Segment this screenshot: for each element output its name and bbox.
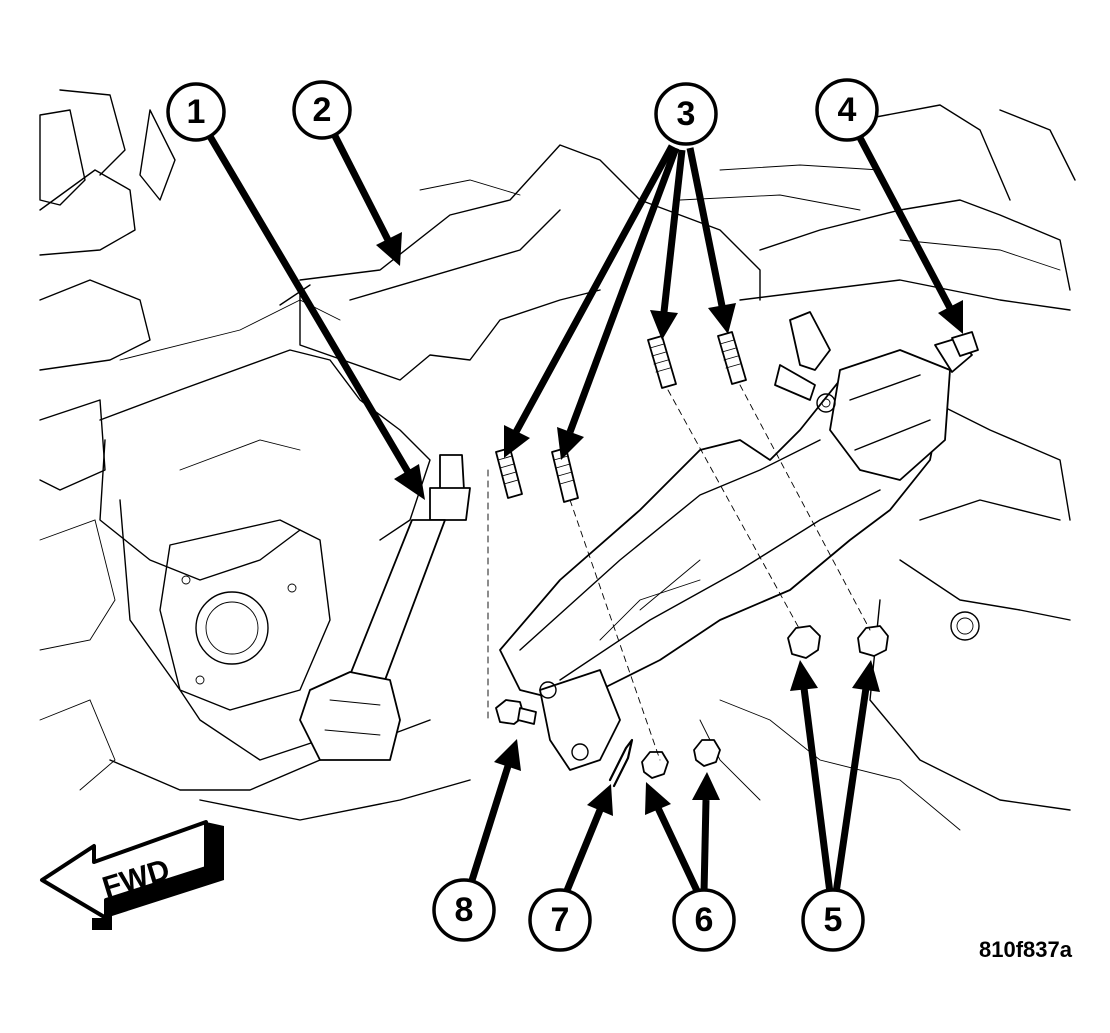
- vehicle-body-line-art: [39, 89, 1076, 831]
- leader-lines: [204, 131, 963, 895]
- callout-6-label: 6: [695, 901, 714, 939]
- studs: [495, 331, 747, 503]
- callout-5: 5: [801, 888, 865, 952]
- callout-4: 4: [815, 78, 879, 142]
- intermediate-shaft: [299, 454, 471, 761]
- nut: [693, 739, 721, 767]
- stud: [717, 331, 747, 385]
- callout-8: 8: [432, 878, 496, 942]
- callout-1: 1: [166, 82, 226, 142]
- stud: [647, 335, 677, 389]
- nuts: [641, 625, 889, 779]
- callout-5-label: 5: [824, 901, 843, 939]
- callout-7: 7: [528, 888, 592, 952]
- callout-8-label: 8: [455, 891, 474, 929]
- stud: [495, 447, 523, 499]
- forward-direction-arrow: FWD: [40, 820, 224, 930]
- retaining-pin: [608, 738, 634, 788]
- callout-3-label: 3: [677, 95, 696, 133]
- callout-1-label: 1: [187, 93, 206, 131]
- callout-2: 2: [292, 80, 352, 140]
- alignment-lines: [487, 384, 871, 761]
- nut: [787, 625, 821, 659]
- callout-2-label: 2: [313, 91, 332, 129]
- callout-3: 3: [654, 82, 718, 146]
- figure-id: 810f837a: [979, 937, 1072, 962]
- bolt: [495, 699, 537, 725]
- callout-4-label: 4: [838, 91, 857, 129]
- callout-6: 6: [672, 888, 736, 952]
- nut: [857, 625, 889, 657]
- stud: [551, 447, 579, 503]
- callout-7-label: 7: [551, 901, 570, 939]
- nut: [641, 751, 669, 779]
